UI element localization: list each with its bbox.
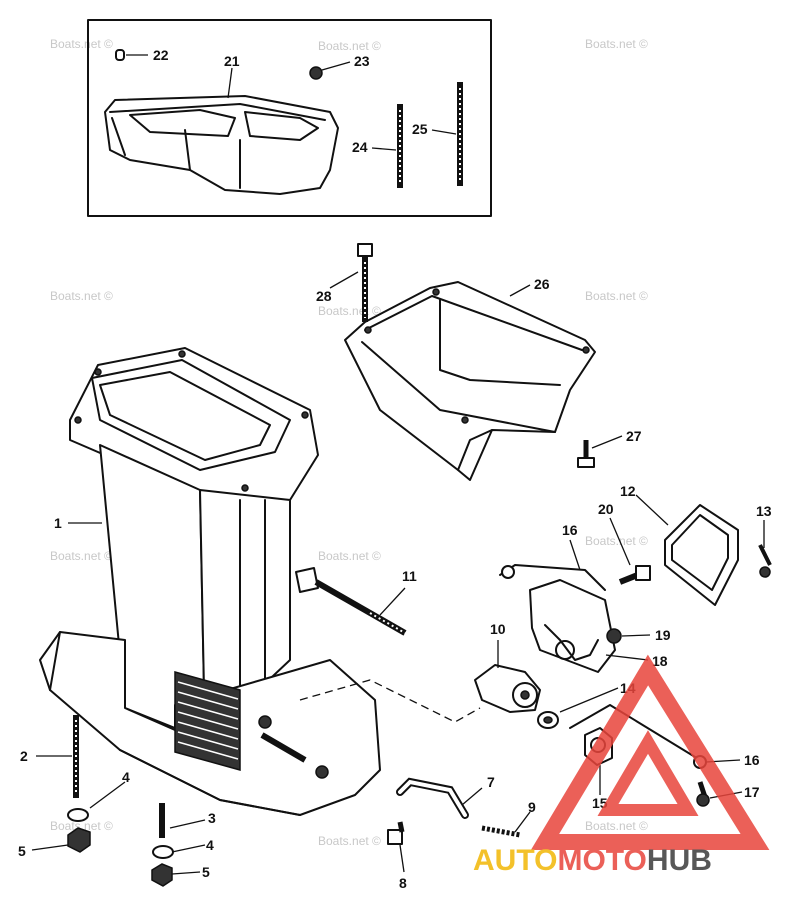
brand-word-hub: HUB: [647, 844, 712, 877]
callout: 1: [54, 515, 62, 531]
callout: 13: [756, 503, 772, 519]
brand-logo: AUTOMOTOHUB: [473, 654, 770, 877]
watermark: Boats.net ©: [50, 819, 113, 833]
watermark: Boats.net ©: [318, 834, 381, 848]
watermark: Boats.net ©: [50, 289, 113, 303]
part-14-washer: [537, 711, 559, 729]
part-23-nut: [309, 66, 323, 80]
callout: 2: [20, 748, 28, 764]
watermarks: Boats.net © Boats.net © Boats.net © Boat…: [50, 37, 648, 848]
brand-word-moto: MOTO: [557, 844, 646, 877]
watermark: Boats.net ©: [318, 304, 381, 318]
callout: 12: [620, 483, 636, 499]
part-20-bolt: [618, 565, 651, 585]
callout: 11: [402, 568, 417, 584]
callout: 5: [202, 864, 210, 880]
callout: 9: [528, 799, 536, 815]
watermark: Boats.net ©: [585, 819, 648, 833]
callout: 8: [399, 875, 407, 891]
brand-word-auto: AUTO: [473, 844, 557, 877]
callout: 19: [655, 627, 671, 643]
part-12-plate: [664, 504, 739, 606]
callout: 26: [534, 276, 550, 292]
callout: 3: [208, 810, 216, 826]
part-18-bracket: [529, 579, 616, 673]
callout: 23: [354, 53, 370, 69]
callout: 5: [18, 843, 26, 859]
part-8-fitting: [387, 821, 405, 845]
watermark: Boats.net ©: [585, 37, 648, 51]
callout: 17: [744, 784, 760, 800]
callout: 16: [562, 522, 578, 538]
part-28-bolt: [357, 243, 373, 322]
part-5-nut: [151, 863, 173, 887]
watermark: Boats.net ©: [585, 534, 648, 548]
stud: [260, 732, 307, 763]
part-5-nut: [67, 827, 91, 853]
assembly-guide-line: [299, 679, 481, 723]
watermark: Boats.net ©: [318, 39, 381, 53]
callout: 24: [352, 139, 368, 155]
watermark: Boats.net ©: [585, 289, 648, 303]
watermark: Boats.net ©: [318, 549, 381, 563]
watermark: Boats.net ©: [50, 549, 113, 563]
part-4-washer: [152, 845, 174, 859]
callout: 16: [744, 752, 760, 768]
callout: 20: [598, 501, 614, 517]
part-22-pin: [115, 49, 125, 61]
callout: 4: [206, 837, 214, 853]
callout: 7: [487, 774, 495, 790]
callout: 22: [153, 47, 169, 63]
part-27-screw: [577, 440, 595, 468]
callout: 28: [316, 288, 332, 304]
leader-lines: [31, 54, 765, 875]
part-11-bolt: [295, 567, 407, 636]
callout: 18: [652, 653, 668, 669]
part-9-screw: [481, 825, 521, 838]
part-16-ground-strap: [569, 704, 701, 761]
inset-frame: [87, 19, 492, 217]
part-13-screw: [758, 544, 772, 578]
part-21-adapter-plate: [104, 95, 339, 195]
callout: 25: [412, 121, 428, 137]
watermark: Boats.net ©: [50, 37, 113, 51]
part-10-mount: [474, 664, 541, 713]
callout-labels: 1 2 3 4 4 5 5 7 8 9 10 11 12 13 15 14 16…: [18, 47, 772, 891]
callout: 10: [490, 621, 506, 637]
part-17-screw: [696, 781, 710, 807]
callout: 27: [626, 428, 642, 444]
svg-text:AUTOMOTOHUB: AUTOMOTOHUB: [473, 844, 712, 877]
part-26-cover: [344, 281, 596, 481]
callout: 21: [224, 53, 240, 69]
callout: 4: [122, 769, 130, 785]
part-4-washer: [67, 808, 89, 822]
part-19-nut: [606, 628, 622, 644]
part-1-driveshaft-housing: [39, 347, 381, 816]
